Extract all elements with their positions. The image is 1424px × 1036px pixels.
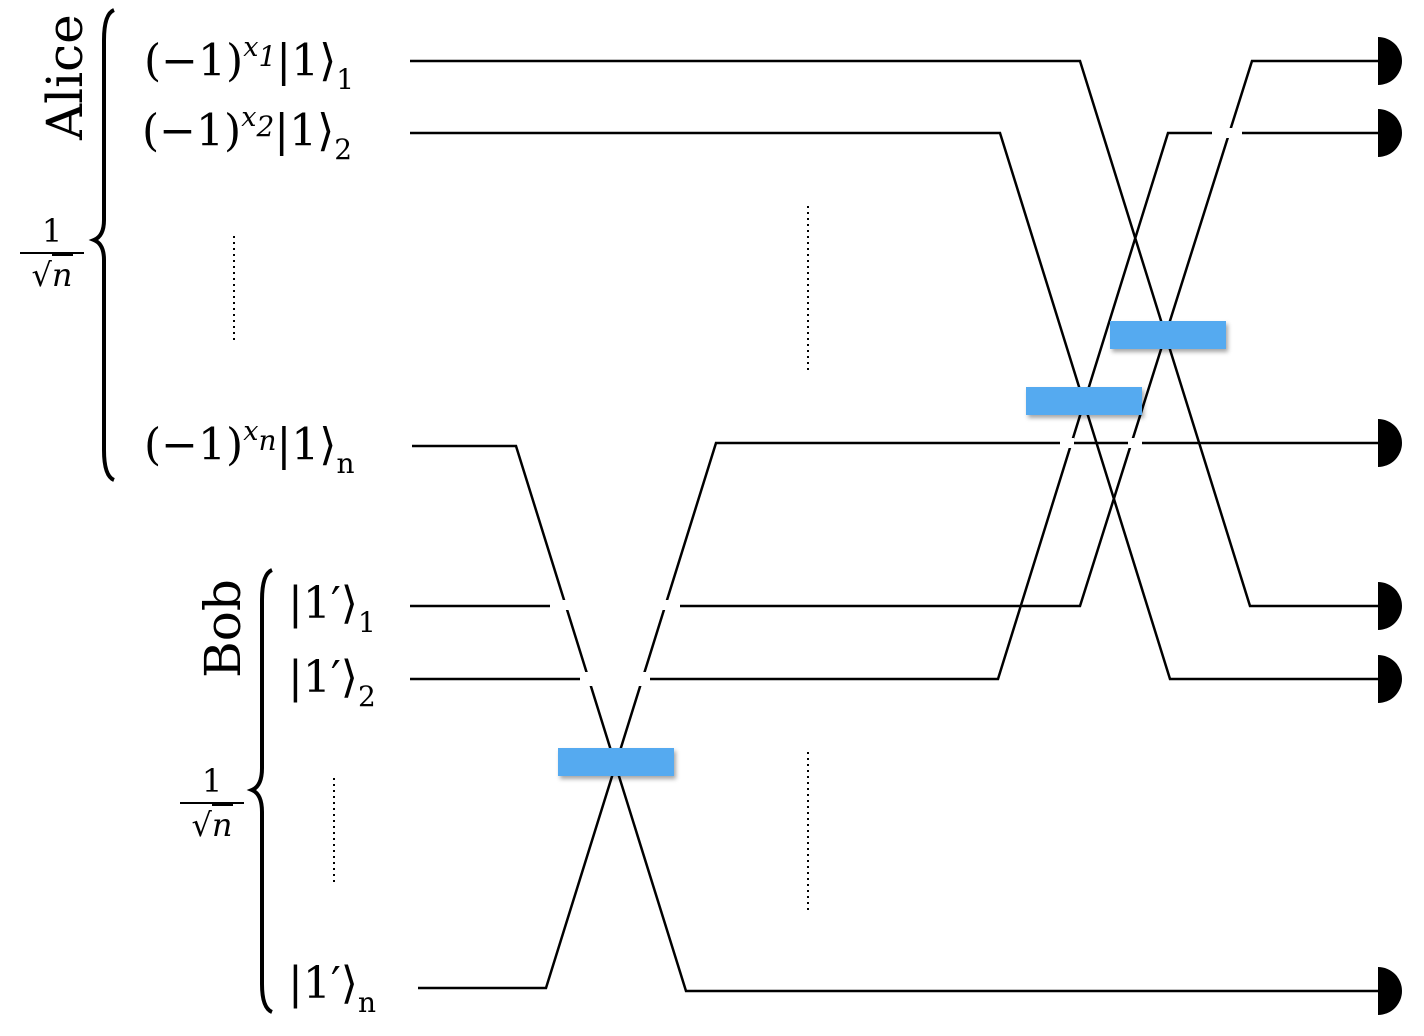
- bob-label: Bob: [194, 579, 252, 678]
- beam-splitter-3: [1110, 321, 1226, 349]
- detector-icon: [1378, 419, 1402, 467]
- crossing-gap: [1212, 128, 1242, 138]
- alice-state-1: (−1)x1|1⟩1: [144, 32, 355, 97]
- detector-icon: [1378, 37, 1402, 85]
- bob-brace: [246, 568, 273, 1014]
- bob-normalization-radical: √: [191, 806, 212, 844]
- path-bob-2: [410, 131, 1378, 681]
- alice-label: Alice: [36, 14, 94, 140]
- bob-normalization-radicand: n: [211, 804, 233, 844]
- alice-normalization-radical: √: [31, 256, 52, 294]
- path-bob-n: [418, 441, 1378, 990]
- crossing-gap: [550, 600, 680, 610]
- alice-state-2: (−1)x2|1⟩2: [142, 102, 353, 167]
- crossing-gap: [580, 672, 650, 686]
- beam-splitter-1: [558, 748, 674, 776]
- alice-normalization-numerator: 1: [20, 212, 84, 254]
- bob-normalization: 1 √n: [180, 762, 244, 844]
- bob-state-n: |1′⟩n: [288, 958, 377, 1019]
- path-bob-1: [410, 59, 1378, 608]
- detector-icon: [1378, 582, 1402, 630]
- crossing-gap: [1060, 438, 1074, 448]
- alice-brace: [88, 8, 115, 482]
- path-alice-1: [410, 59, 1378, 608]
- bob-state-2: |1′⟩2: [288, 652, 376, 713]
- detector-icon: [1378, 655, 1402, 703]
- beam-splitter-2: [1026, 387, 1142, 415]
- path-alice-n: [412, 444, 1378, 993]
- detector-icon: [1378, 109, 1402, 157]
- crossing-gap: [1128, 438, 1142, 448]
- path-alice-2: [410, 131, 1378, 681]
- bob-state-1: |1′⟩1: [288, 578, 376, 639]
- alice-state-n: (−1)xn|1⟩n: [144, 416, 355, 481]
- detector-icon: [1378, 967, 1402, 1015]
- alice-normalization: 1 √n: [20, 212, 84, 294]
- alice-normalization-radicand: n: [51, 254, 73, 294]
- bob-normalization-numerator: 1: [180, 762, 244, 804]
